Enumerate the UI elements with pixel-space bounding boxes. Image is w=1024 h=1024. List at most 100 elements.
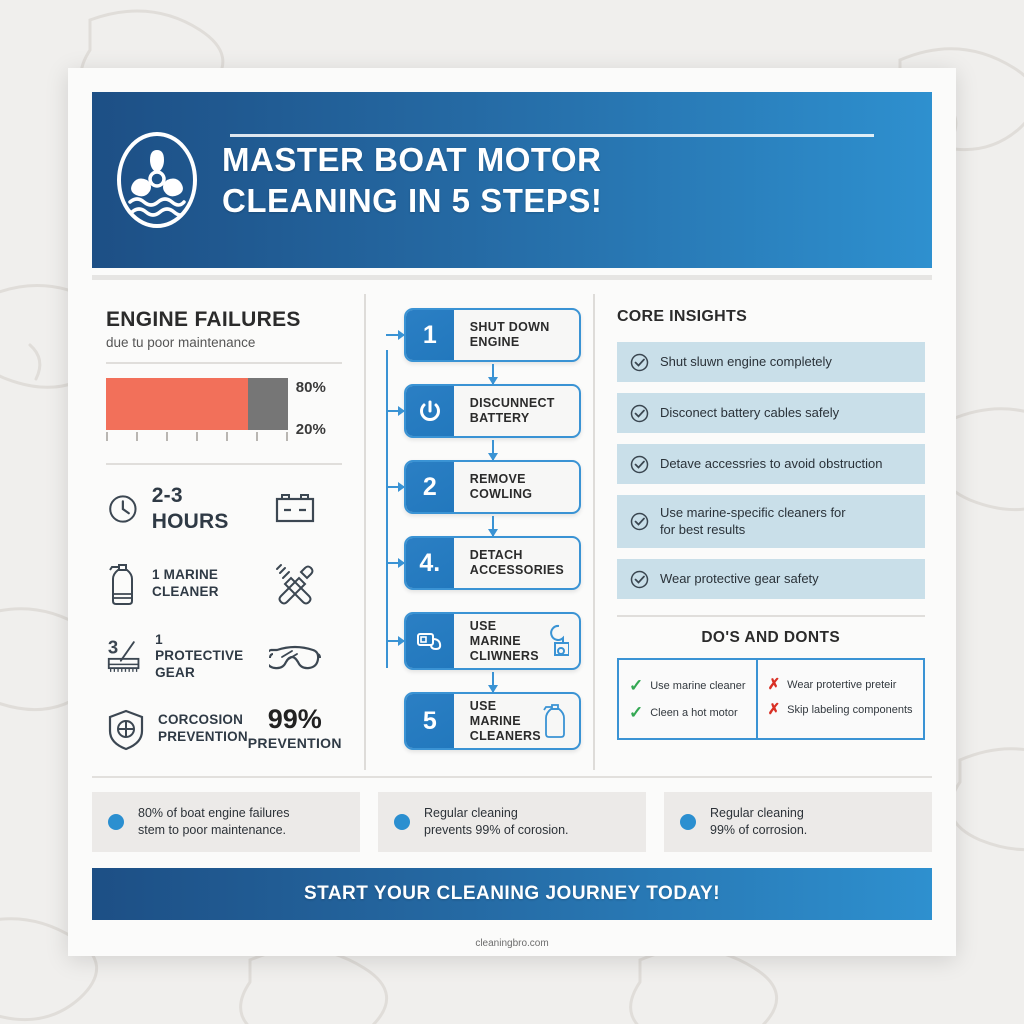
bullet-dot-icon (680, 813, 696, 830)
flow-connector (488, 516, 499, 537)
fact-goggles (248, 632, 342, 683)
stats-row: 80% of boat engine failures stem to poor… (92, 792, 932, 852)
insight-item: Wear protective gear safety (616, 559, 925, 600)
flow-step-2[interactable]: DISCUNNECT BATTERY (385, 384, 581, 461)
header-banner: MASTER BOAT MOTOR CLEANING IN 5 STEPS! (92, 92, 932, 268)
cta-button[interactable]: START YOUR CLEANING JOURNEY TODAY! (92, 867, 932, 920)
footer-watermark: cleaningbro.com (475, 937, 549, 949)
stat-text: Regular cleaning 99% of corrosion. (710, 806, 808, 837)
divider (616, 615, 925, 618)
flow-step-3-badge: 2 (405, 462, 454, 512)
header-divider-line (230, 134, 874, 137)
flow-step-1[interactable]: 1 SHUT DOWN ENGINE (385, 308, 581, 385)
insight-item: Shut sluwn engine completely (616, 342, 925, 382)
insight-text: Wear protective gear safety (659, 570, 819, 586)
sanding-block-icon: 3 (107, 636, 140, 672)
power-icon (419, 400, 440, 421)
insight-text: Shut sluwn engine completely (659, 353, 832, 369)
flow-arrow-icon (385, 406, 405, 416)
divider (92, 776, 932, 778)
chart-label-20: 20% (295, 421, 326, 438)
content-columns: ENGINE FAILURES due tu poor maintenance … (92, 280, 932, 770)
column-middle: 1 SHUT DOWN ENGINE DISCUNNECT BATTERY (363, 294, 595, 770)
check-circle-icon (630, 455, 649, 473)
crossed-brushes-icon (275, 563, 314, 604)
insight-item: Detave accessries to avoid obstruction (616, 444, 925, 484)
stat-card: Regular cleaning 99% of corrosion. (664, 792, 932, 852)
spray-icon (543, 704, 565, 738)
safety-goggles-icon (268, 645, 321, 670)
flow-step-4-badge: 4. (405, 538, 454, 588)
clock-icon (109, 495, 137, 523)
flow-step-5-label: USE MARINE CLIWNERS (469, 618, 539, 663)
insight-text: Disconect battery cables safely (659, 404, 840, 420)
donts-item: ✗ Wear protertive preteir (766, 672, 915, 697)
stacked-bar (106, 378, 288, 430)
dos-item: ✓ Cleen a hot motor (627, 699, 748, 726)
flow-chart: 1 SHUT DOWN ENGINE DISCUNNECT BATTERY (378, 308, 581, 770)
check-icon: ✓ (628, 703, 644, 723)
check-circle-icon (630, 404, 649, 422)
flow-step-6[interactable]: 5 USE MARINE CLEANERS (403, 692, 581, 750)
check-circle-icon (630, 570, 649, 588)
fact-hours-label: 2-3 HOURS (151, 484, 229, 534)
fact-cleaner-label: 1 MARINE CLEANER (152, 566, 219, 599)
core-insights-list: Shut sluwn engine completely Disconect b… (616, 342, 925, 600)
cross-icon: ✗ (767, 676, 781, 694)
fact-corrosion-label: CORCOSION PREVENTION (158, 711, 248, 744)
flow-connector (488, 364, 499, 385)
dos-donts-title: DO'S AND DONTS (701, 629, 841, 647)
insight-text: Detave accessries to avoid obstruction (659, 455, 883, 471)
dos-donts-table: ✓ Use marine cleaner ✓ Cleen a hot motor… (616, 658, 925, 741)
insight-item: Use marine-specific cleaners for for bes… (616, 495, 925, 549)
flow-step-1-badge: 1 (405, 310, 454, 360)
fact-gear: 3 1 PROTECTIVE GEAR (106, 632, 248, 683)
toolbox-icon (416, 633, 441, 651)
flow-step-5-extra (539, 623, 579, 659)
stat-text: Regular cleaning prevents 99% of corosio… (424, 806, 569, 837)
flow-step-6-extra (541, 702, 579, 740)
boat-propeller-icon (117, 132, 197, 228)
shield-icon (108, 709, 144, 750)
dos-item: ✓ Use marine cleaner (627, 672, 748, 699)
prevention-label: PREVENTION (247, 735, 342, 752)
flow-step-3[interactable]: 2 REMOVE COWLING (385, 460, 581, 537)
svg-text:3: 3 (108, 636, 118, 657)
column-right: CORE INSIGHTS Shut sluwn engine complete… (595, 294, 935, 770)
fact-hours: 2-3 HOURS (106, 483, 248, 536)
flow-step-1-label: SHUT DOWN ENGINE (469, 320, 550, 349)
donts-column: ✗ Wear protertive preteir ✗ Skip labelin… (758, 660, 923, 738)
bar-segment-other (247, 378, 288, 430)
battery-icon (275, 494, 314, 523)
header-underline (92, 275, 932, 280)
flow-step-5-badge (405, 614, 454, 668)
flow-step-3-label: REMOVE COWLING (469, 472, 533, 501)
chart-label-80: 80% (295, 379, 326, 396)
fact-cleaner: 1 MARINE CLEANER (106, 560, 248, 608)
check-circle-icon (630, 512, 649, 531)
divider (106, 463, 342, 465)
bar-segment-failures (106, 378, 248, 430)
chart-bar-area (106, 378, 288, 441)
flow-connector (488, 672, 499, 693)
header-title-group: MASTER BOAT MOTOR CLEANING IN 5 STEPS! (222, 139, 632, 222)
engine-failures-subtitle: due tu poor maintenance (106, 335, 256, 350)
header-title-line1: MASTER BOAT MOTOR (222, 140, 602, 178)
flow-arrow-icon (385, 330, 405, 340)
column-left: ENGINE FAILURES due tu poor maintenance … (92, 294, 364, 770)
flow-step-4[interactable]: 4. DETACH ACCESSORIES (385, 536, 581, 590)
fact-gear-label: 1 PROTECTIVE GEAR (155, 631, 244, 681)
donts-text: Skip labeling components (787, 703, 913, 716)
fact-corrosion: CORCOSION PREVENTION (106, 706, 248, 751)
spray-bottle-icon (109, 563, 133, 605)
insight-text: Use marine-specific cleaners for for bes… (659, 505, 846, 537)
flow-arrow-icon (385, 636, 405, 646)
fact-prevention: 99% PREVENTION (247, 706, 342, 752)
stat-text: 80% of boat engine failures stem to poor… (138, 806, 290, 837)
wrench-icon (550, 624, 569, 656)
check-icon: ✓ (628, 676, 644, 696)
flow-step-6-label: USE MARINE CLEANERS (469, 698, 541, 743)
donts-text: Wear protertive preteir (787, 678, 897, 691)
chart-tick-marks (106, 430, 288, 441)
flow-step-5[interactable]: USE MARINE CLIWNERS (385, 612, 581, 693)
